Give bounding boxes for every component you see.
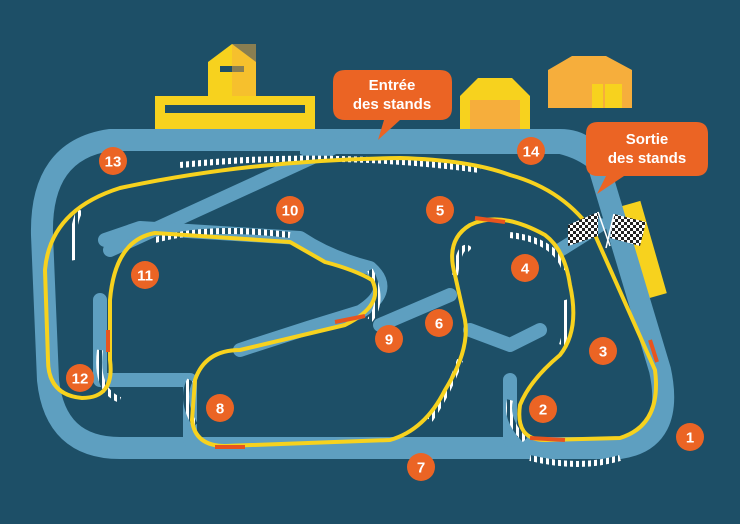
corner-marker-2: 2 xyxy=(529,395,557,423)
main-grandstand xyxy=(155,44,315,130)
corner-marker-8: 8 xyxy=(206,394,234,422)
corner-marker-12: 12 xyxy=(66,364,94,392)
svg-text:7: 7 xyxy=(417,460,425,477)
corner-marker-9: 9 xyxy=(375,325,403,353)
svg-text:12: 12 xyxy=(72,371,89,388)
corner-marker-14: 14 xyxy=(517,137,545,165)
corner-marker-6: 6 xyxy=(425,309,453,337)
pit-entry-label-line2: des stands xyxy=(353,96,431,113)
svg-text:5: 5 xyxy=(436,203,444,220)
corner-marker-11: 11 xyxy=(131,261,159,289)
svg-text:2: 2 xyxy=(539,402,547,419)
corner-marker-7: 7 xyxy=(407,453,435,481)
svg-text:13: 13 xyxy=(105,154,122,171)
corner-marker-10: 10 xyxy=(276,196,304,224)
svg-text:4: 4 xyxy=(521,261,530,278)
pit-garage-right xyxy=(548,56,632,108)
pit-exit-callout: Sortie des stands xyxy=(586,122,708,194)
corner-marker-5: 5 xyxy=(426,196,454,224)
svg-text:14: 14 xyxy=(523,144,540,161)
svg-text:3: 3 xyxy=(599,344,607,361)
svg-text:10: 10 xyxy=(282,203,299,220)
svg-text:6: 6 xyxy=(435,316,443,333)
pit-entry-callout: Entrée des stands xyxy=(333,70,452,140)
corner-marker-13: 13 xyxy=(99,147,127,175)
corner-marker-4: 4 xyxy=(511,254,539,282)
braking-zones xyxy=(106,216,659,449)
kerbs xyxy=(70,155,621,467)
checkered-flag-icon xyxy=(605,213,646,249)
svg-text:11: 11 xyxy=(137,268,153,285)
pit-garage-left xyxy=(460,78,530,130)
pit-exit-label-line2: des stands xyxy=(608,150,686,167)
svg-text:9: 9 xyxy=(385,332,393,349)
corner-marker-1: 1 xyxy=(676,423,704,451)
corner-marker-3: 3 xyxy=(589,337,617,365)
pit-exit-label-line1: Sortie xyxy=(626,131,669,148)
pit-entry-label-line1: Entrée xyxy=(369,77,416,94)
racing-line xyxy=(43,156,658,448)
svg-text:8: 8 xyxy=(216,401,224,418)
svg-text:1: 1 xyxy=(686,430,694,447)
